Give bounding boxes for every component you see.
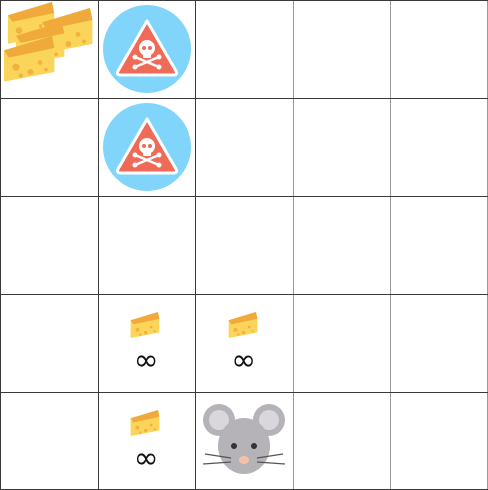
grid-line-horizontal [0,0,488,1]
infinity-count-label: ∞ [133,441,159,476]
grid-line-vertical [292,0,294,490]
grid-cell[interactable] [390,392,488,490]
grid-cell[interactable] [195,98,293,196]
grid-line-vertical [97,0,99,490]
cheese-wedge-icon [195,294,293,392]
grid-cell[interactable] [0,294,98,392]
grid-cell[interactable] [98,98,196,196]
grid-line-vertical [195,0,196,490]
grid-line-horizontal [0,392,488,393]
grid-cell[interactable] [195,0,293,98]
grid-line-horizontal [0,98,488,99]
infinity-count-label: ∞ [231,343,257,378]
grid-cell[interactable] [390,294,488,392]
grid-cell[interactable] [293,392,391,490]
infinity-count-label: ∞ [133,343,159,378]
grid-cell[interactable]: ∞ [195,294,293,392]
poison-hazard-icon [98,98,196,196]
grid-cell[interactable] [390,0,488,98]
grid-cell[interactable] [0,98,98,196]
grid-cell[interactable]: ∞ [98,294,196,392]
grid-cell[interactable] [98,196,196,294]
grid-line-vertical [390,0,391,490]
grid-cell[interactable] [293,0,391,98]
grid-cell[interactable] [195,196,293,294]
grid-cell[interactable] [0,392,98,490]
grid-line-vertical [0,0,1,490]
grid-cell[interactable] [0,196,98,294]
mouse-icon [195,392,293,490]
grid-cell[interactable] [390,98,488,196]
cheese-wedge-icon [98,392,196,490]
grid-cell[interactable] [390,196,488,294]
grid-cell[interactable] [293,294,391,392]
grid-cell[interactable] [98,0,196,98]
grid-cell[interactable] [293,196,391,294]
cheese-pile-icon [0,0,98,98]
poison-hazard-icon [98,0,196,98]
grid-cell[interactable] [195,392,293,490]
grid-line-horizontal [0,294,488,295]
grid-cell[interactable] [293,98,391,196]
cheese-wedge-icon [98,294,196,392]
grid-cell[interactable] [0,0,98,98]
grid-line-horizontal [0,196,488,197]
grid-cell[interactable]: ∞ [98,392,196,490]
